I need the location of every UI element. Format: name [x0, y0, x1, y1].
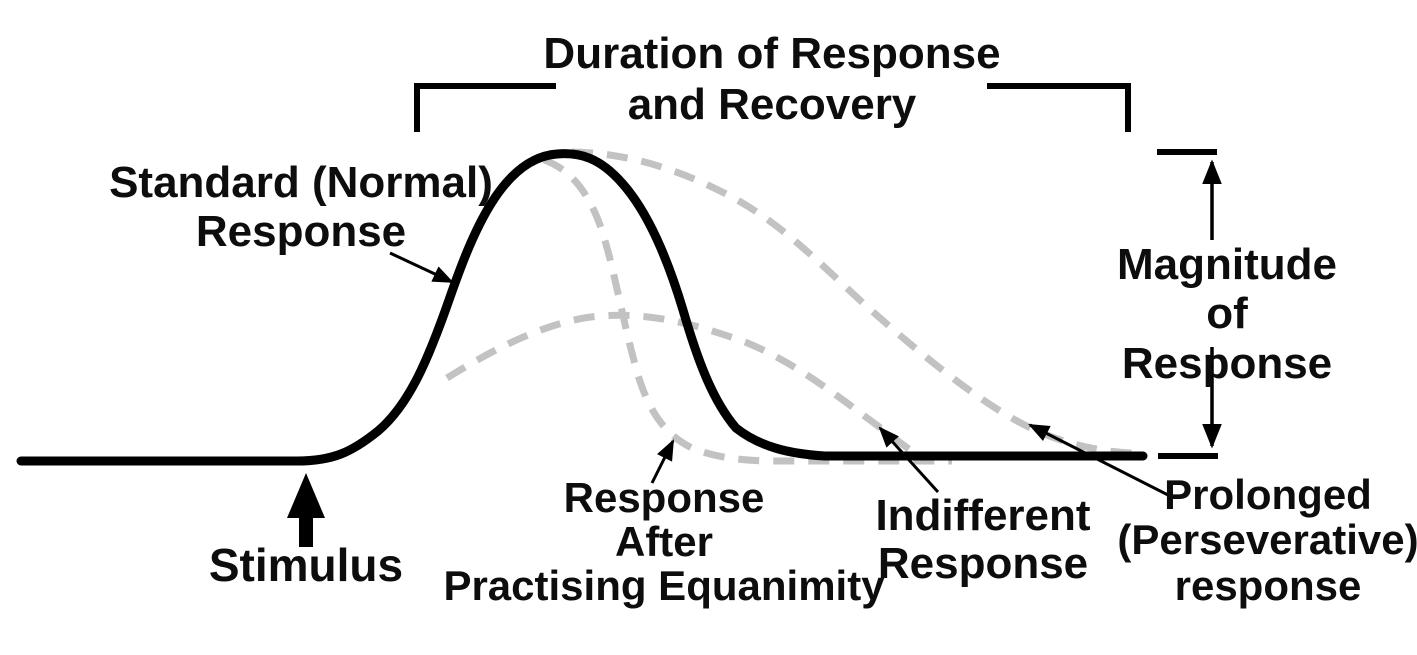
equanimity-response-label: Response After Practising Equanimity: [443, 474, 885, 610]
duration-bracket-left: [414, 83, 556, 132]
magnitude-label: Magnitude of Response: [1117, 240, 1337, 388]
duration-title: Duration of Response and Recovery: [543, 29, 1001, 130]
equanimity-response-curve: [542, 156, 952, 465]
stimulus-arrow: [287, 473, 325, 547]
stimulus-label: Stimulus: [208, 539, 404, 591]
standard-response-curve: [16, 149, 1148, 466]
duration-bracket-right: [987, 83, 1131, 132]
prolonged-label-arrow: [1028, 423, 1173, 499]
standard-response-label: Standard (Normal) Response: [109, 158, 493, 257]
prolonged-response-label: Prolonged (Perseverative) response: [1117, 471, 1417, 609]
standard-label-arrow: [389, 251, 454, 284]
indifferent-label-arrow: [878, 426, 940, 494]
equanimity-label-arrow: [650, 439, 675, 484]
indifferent-response-curve: [445, 311, 926, 463]
indifferent-response-label: Indifferent Response: [875, 491, 1091, 589]
